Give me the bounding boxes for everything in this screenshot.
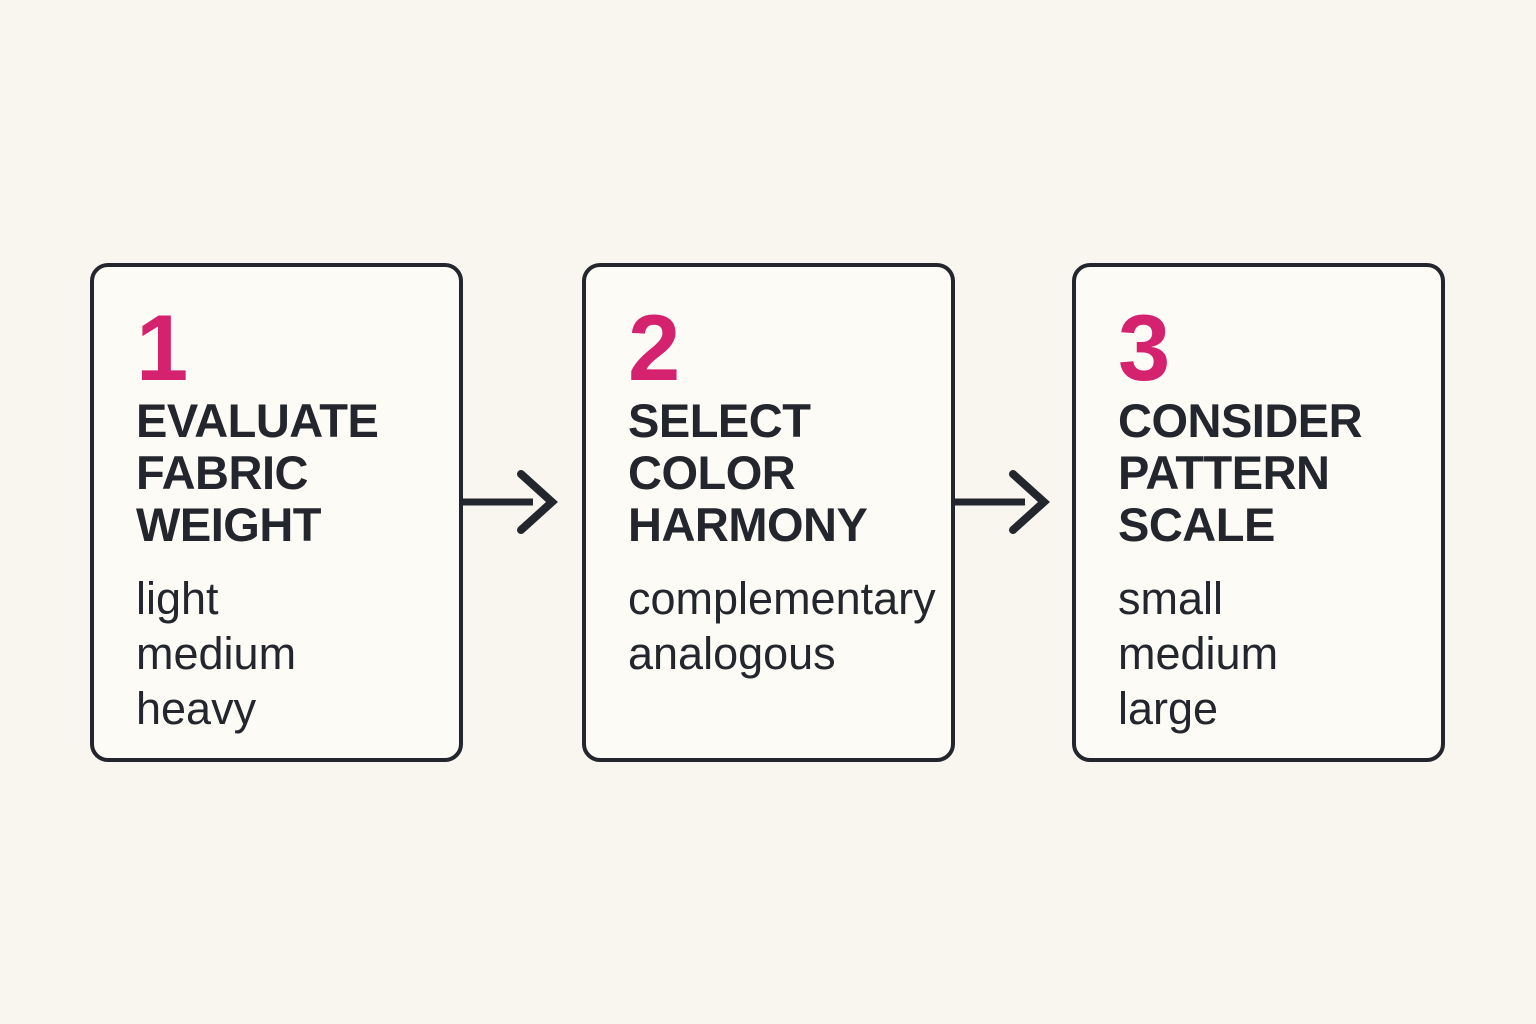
step-card-3: 3 CONSIDER PATTERN SCALE small medium la… [1072,263,1445,762]
step-number: 2 [628,295,681,400]
arrow-right-icon [951,470,1050,534]
step-title: CONSIDER PATTERN SCALE [1118,394,1363,551]
step-card-1: 1 EVALUATE FABRIC WEIGHT light medium he… [90,263,463,762]
step-title: EVALUATE FABRIC WEIGHT [136,394,379,551]
step-options: complementary analogous [628,573,936,679]
step-number: 1 [136,295,189,400]
step-title: SELECT COLOR HARMONY [628,394,868,551]
step-options: small medium large [1118,573,1279,734]
step-options: light medium heavy [136,573,297,734]
step-card-2: 2 SELECT COLOR HARMONY complementary ana… [582,263,955,762]
step-number: 3 [1118,295,1171,400]
arrow-right-icon [459,470,558,534]
